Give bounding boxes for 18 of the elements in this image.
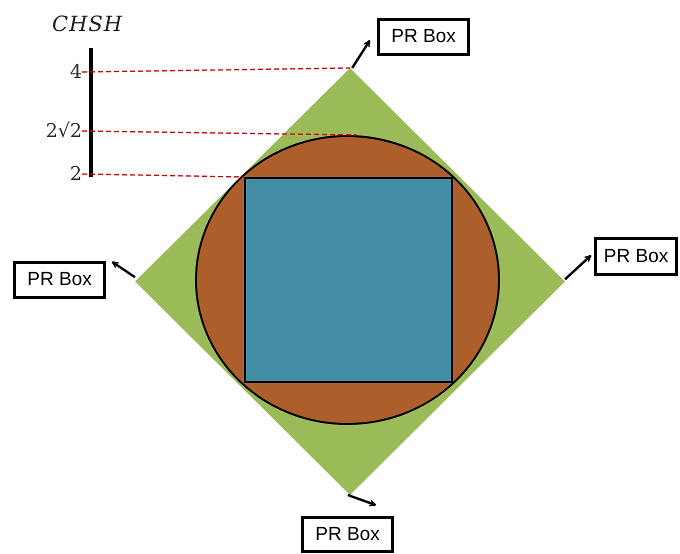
arrow (564, 254, 592, 280)
pr-box-label: PR Box (377, 18, 470, 56)
tick-label: 2√2 (30, 120, 82, 142)
pr-box-label: PR Box (301, 516, 394, 553)
diamond-shape (135, 68, 565, 495)
dashed-line (82, 173, 244, 178)
arrow (347, 494, 376, 506)
dashed-line (82, 130, 357, 136)
dashed-line (82, 67, 350, 73)
arrow (112, 261, 136, 278)
circle-shape (195, 135, 500, 425)
axis-title: CHSH (52, 12, 124, 36)
arrow (351, 40, 371, 69)
tick-label: 4 (40, 61, 82, 83)
tick-label: 2 (40, 163, 82, 185)
square-shape (244, 177, 453, 383)
pr-box-label: PR Box (13, 261, 106, 299)
pr-box-label: PR Box (594, 237, 678, 276)
